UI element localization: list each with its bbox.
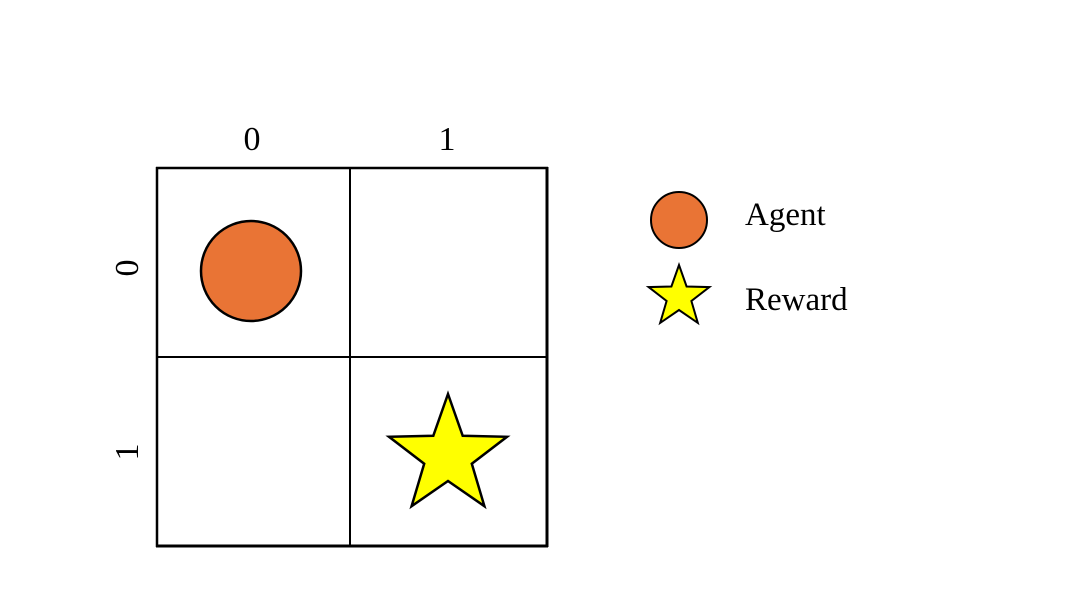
legend: Agent Reward [645, 191, 848, 326]
col-label-1: 1 [439, 121, 456, 158]
col-label-0: 0 [244, 121, 261, 158]
row-label-1: 1 [109, 444, 146, 461]
grid-cell-0-1 [349, 167, 548, 358]
agent-circle-icon [199, 219, 303, 323]
row-label-0: 0 [109, 260, 146, 277]
grid [155, 166, 549, 548]
legend-star-icon [645, 261, 713, 326]
legend-circle-icon [650, 191, 708, 249]
legend-label-reward: Reward [745, 282, 848, 318]
legend-label-agent: Agent [745, 197, 826, 233]
reward-star-icon [385, 390, 511, 510]
grid-cell-1-0 [156, 356, 351, 547]
